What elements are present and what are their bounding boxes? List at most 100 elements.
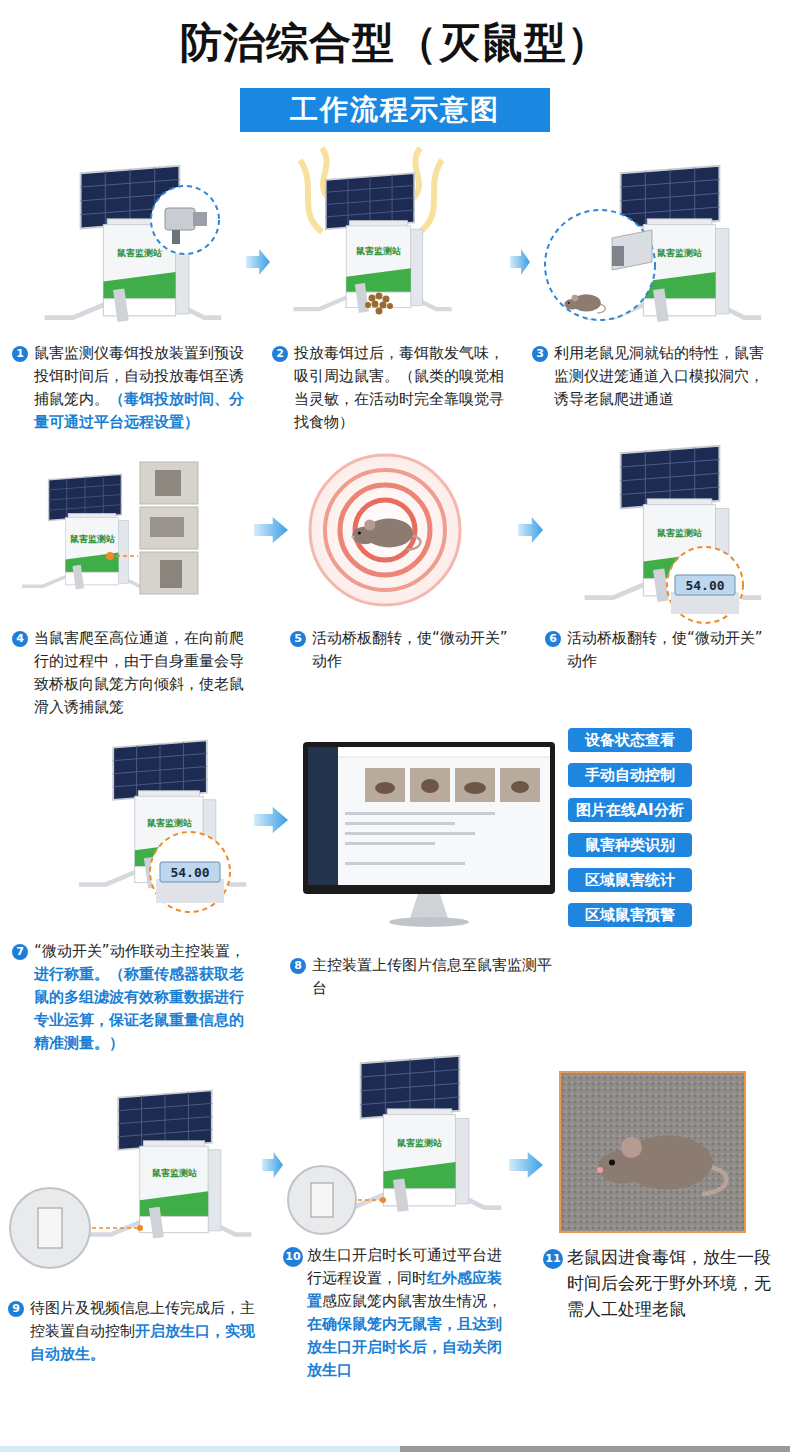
flow-arrow <box>254 807 288 833</box>
scale-display <box>160 862 220 882</box>
zoom-circle <box>150 832 230 912</box>
device-label: 鼠害监测站 <box>657 249 702 258</box>
diagram-title: 防治综合型（灭鼠型） <box>0 16 790 70</box>
button-label: 手动自动控制 <box>585 766 675 785</box>
step-panel: 6 活动桥板翻转，使“微动开关”动作 <box>545 445 777 673</box>
zoom-circle <box>288 1166 356 1234</box>
caption-row: 2 投放毒饵过后，毒饵散发气味，吸引周边鼠害。（鼠类的嗅觉相当灵敏，在活动时完全靠… <box>272 342 508 434</box>
caption-row: 4当鼠害爬至高位通道，在向前爬行的过程中，由于自身重量会导致桥板向鼠笼方向倾斜，… <box>12 627 252 719</box>
feature-button: 鼠害种类识别 <box>568 833 692 857</box>
zoom-circle <box>10 1188 90 1268</box>
step3-art <box>545 166 761 322</box>
feature-button: 区域鼠害预警 <box>568 903 692 927</box>
monitor-art <box>303 742 555 927</box>
step-number: 3 <box>532 346 548 362</box>
bait-pile <box>365 293 393 315</box>
step-panel: 2 投放毒饵过后，毒饵散发气味，吸引周边鼠害。（鼠类的嗅觉相当灵敏，在活动时完全靠… <box>272 160 508 434</box>
caption-body: 放生口开启时长可通过平台进行远程设置，同时红外感应装置感应鼠笼内鼠害放生情况，在… <box>307 1244 507 1382</box>
step-panel: 5活动桥板翻转，使“微动开关”动作 <box>290 445 516 673</box>
step-number: 10 <box>283 1247 303 1267</box>
step9-art <box>10 1090 251 1268</box>
caption-body: “微动开关”动作联动主控装置，进行称重。（称重传感器获取老鼠的多组滤波有效称重数… <box>34 940 252 1055</box>
dead-rat <box>597 1136 727 1195</box>
step-caption: 利用老鼠见洞就钻的特性，鼠害监测仪进笼通道入口模拟洞穴，诱导老鼠爬进通道 <box>554 344 764 408</box>
flow-arrow <box>262 1152 283 1178</box>
step-panel: 1鼠害监测仪毒饵投放装置到预设投饵时间后，自动投放毒饵至诱捕鼠笼内。（毒饵投放时… <box>12 160 244 434</box>
number-column: 10 <box>285 1244 307 1267</box>
feature-button: 手动自动控制 <box>568 763 692 787</box>
step7-art <box>79 740 246 912</box>
button-label: 区域鼠害预警 <box>585 906 675 925</box>
device-label: 鼠害监测站 <box>397 1139 442 1148</box>
caption-row: 8主控装置上传图片信息至鼠害监测平台 <box>290 954 562 1000</box>
caption-body: 主控装置上传图片信息至鼠害监测平台 <box>312 954 562 1000</box>
step-number: 5 <box>290 631 306 647</box>
photo <box>140 552 198 594</box>
button-label: 鼠害种类识别 <box>585 836 675 855</box>
step-number: 1 <box>12 346 28 362</box>
photo <box>560 1072 745 1232</box>
step-panel: 11老鼠因进食毒饵，放生一段时间后会死于野外环境，无需人工处理老鼠 <box>545 1068 783 1322</box>
monitor-station <box>84 1090 251 1238</box>
rat <box>351 519 420 550</box>
number-column: 1 <box>12 342 34 362</box>
number-column: 9 <box>8 1297 30 1317</box>
device-label: 鼠害监测站 <box>657 529 702 538</box>
leader-line <box>116 555 138 557</box>
step-number: 2 <box>272 346 288 362</box>
scale-reading: 54.00 <box>170 866 209 879</box>
scale-display <box>675 575 735 595</box>
caption-row: 1鼠害监测仪毒饵投放装置到预设投饵时间后，自动投放毒饵至诱捕鼠笼内。（毒饵投放时… <box>12 342 244 434</box>
marker-dot <box>380 1197 386 1203</box>
bait-motor <box>193 212 207 226</box>
button-label: 区域鼠害统计 <box>585 871 675 890</box>
monitor-station <box>22 474 152 589</box>
step-number: 9 <box>8 1301 24 1317</box>
scale-base <box>156 879 224 903</box>
caption-body: 利用老鼠见洞就钻的特性，鼠害监测仪进笼通道入口模拟洞穴，诱导老鼠爬进通道 <box>554 342 778 411</box>
entry-tunnel <box>612 230 652 270</box>
step5-art <box>310 455 460 605</box>
release-door <box>311 1183 333 1217</box>
flow-arrow <box>518 517 543 543</box>
caption-body: 当鼠害爬至高位通道，在向前爬行的过程中，由于自身重量会导致桥板向鼠笼方向倾斜，使… <box>34 627 252 719</box>
step1-art <box>45 166 222 322</box>
flow-arrow <box>509 1152 543 1178</box>
caption-row: 5活动桥板翻转，使“微动开关”动作 <box>290 627 516 673</box>
device-label: 鼠害监测站 <box>152 1169 197 1178</box>
flow-arrow <box>510 249 530 275</box>
zoom-circle <box>545 210 655 320</box>
photo <box>140 507 198 549</box>
caption-row: 9 待图片及视频信息上传完成后，主控装置自动控制开启放生口，实现自动放生。 <box>8 1297 260 1366</box>
feature-button: 图片在线AI分析 <box>568 798 692 822</box>
button-label: 图片在线AI分析 <box>576 801 683 820</box>
caption-row: 7 “微动开关”动作联动主控装置，进行称重。（称重传感器获取老鼠的多组滤波有效称重… <box>12 940 252 1055</box>
step-number: 7 <box>12 944 28 960</box>
step-panel: 8主控装置上传图片信息至鼠害监测平台 <box>290 730 562 1000</box>
step-caption: 投放毒饵过后，毒饵散发气味，吸引周边鼠害。（鼠类的嗅觉相当灵敏，在活动时完全靠嗅… <box>294 344 504 431</box>
device-label: 鼠害监测站 <box>117 249 162 258</box>
release-door <box>38 1208 62 1248</box>
step-panel: 3 利用老鼠见洞就钻的特性，鼠害监测仪进笼通道入口模拟洞穴，诱导老鼠爬进通道 <box>532 160 778 411</box>
marker-dot <box>106 552 114 560</box>
caption-body: 待图片及视频信息上传完成后，主控装置自动控制开启放生口，实现自动放生。 <box>30 1297 260 1366</box>
marker-dot <box>137 1225 143 1231</box>
step11-art <box>560 1072 745 1232</box>
caption-row: 11老鼠因进食毒饵，放生一段时间后会死于野外环境，无需人工处理老鼠 <box>545 1244 783 1322</box>
step-number: 6 <box>545 631 561 647</box>
caption-body: 投放毒饵过后，毒饵散发气味，吸引周边鼠害。（鼠类的嗅觉相当灵敏，在活动时完全靠嗅… <box>294 342 508 434</box>
flow-arrow <box>246 249 270 275</box>
caption-row: 6 活动桥板翻转，使“微动开关”动作 <box>545 627 777 673</box>
button-label: 设备状态查看 <box>585 731 675 750</box>
flow-arrow <box>254 517 288 543</box>
step-caption: 活动桥板翻转，使“微动开关”动作 <box>567 629 763 670</box>
number-column: 7 <box>12 940 34 960</box>
step10-art <box>288 1056 501 1234</box>
device-label: 鼠害监测站 <box>147 819 192 828</box>
step6-art <box>585 446 762 623</box>
photo-detail <box>150 517 184 537</box>
step-panel: 10放生口开启时长可通过平台进行远程设置，同时红外感应装置感应鼠笼内鼠害放生情况… <box>285 1048 507 1382</box>
photo-detail <box>155 470 181 496</box>
